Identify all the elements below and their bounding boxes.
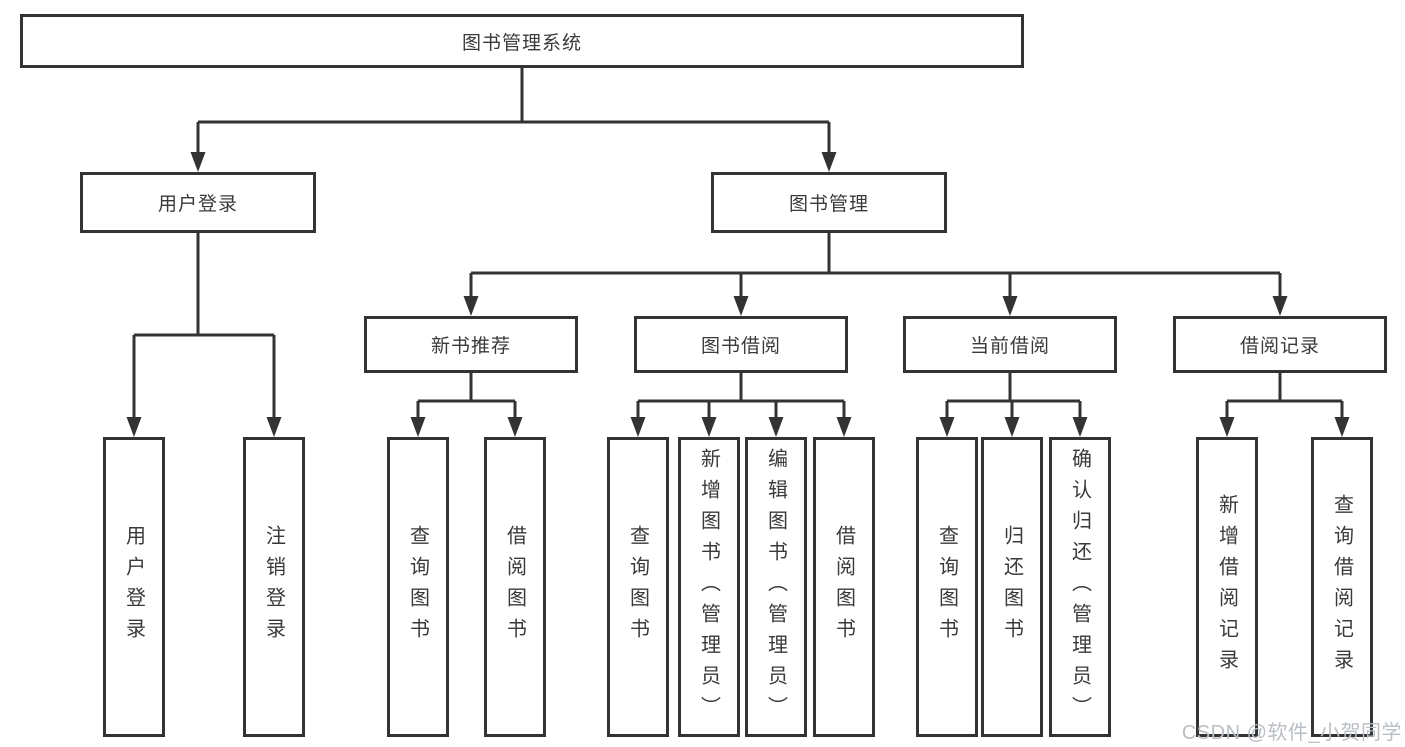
leaf-borrow-books-recommend-label: 借阅图书 — [503, 525, 526, 649]
leaf-query-books-recommend: 查询图书 — [387, 437, 449, 737]
node-borrow-records-label: 借阅记录 — [1239, 336, 1320, 357]
node-current-borrow-label: 当前借阅 — [969, 336, 1050, 357]
leaf-add-book-admin-label: 新增图书（管理员） — [697, 447, 720, 727]
leaf-edit-book-admin: 编辑图书（管理员） — [745, 437, 807, 737]
csdn-watermark: CSDN @软件_小贺同学 — [1181, 722, 1402, 744]
node-book-management-label: 图书管理 — [788, 194, 869, 215]
node-book-borrow: 图书借阅 — [634, 316, 848, 373]
leaf-borrow-books-recommend: 借阅图书 — [484, 437, 546, 737]
leaf-edit-book-admin-label: 编辑图书（管理员） — [764, 447, 787, 727]
leaf-user-login: 用户登录 — [103, 437, 165, 737]
leaf-confirm-return-admin: 确认归还（管理员） — [1049, 437, 1111, 737]
node-user-login: 用户登录 — [80, 172, 316, 233]
node-book-management: 图书管理 — [711, 172, 947, 233]
node-current-borrow: 当前借阅 — [903, 316, 1117, 373]
leaf-add-book-admin: 新增图书（管理员） — [678, 437, 740, 737]
leaf-add-borrow-record-label: 新增借阅记录 — [1215, 494, 1238, 680]
node-new-book-recommend-label: 新书推荐 — [430, 336, 511, 357]
leaf-borrow-books-borrow: 借阅图书 — [813, 437, 875, 737]
leaf-return-books-label: 归还图书 — [1000, 525, 1023, 649]
connector-edges — [132, 68, 1344, 430]
node-book-borrow-label: 图书借阅 — [700, 336, 781, 357]
node-borrow-records: 借阅记录 — [1173, 316, 1387, 373]
connector-arrows — [126, 152, 1350, 437]
leaf-query-books-current: 查询图书 — [916, 437, 978, 737]
node-new-book-recommend: 新书推荐 — [364, 316, 578, 373]
leaf-query-books-recommend-label: 查询图书 — [406, 525, 429, 649]
node-user-login-label: 用户登录 — [157, 194, 238, 215]
leaf-logout: 注销登录 — [243, 437, 305, 737]
leaf-borrow-books-borrow-label: 借阅图书 — [832, 525, 855, 649]
leaf-logout-label: 注销登录 — [262, 525, 285, 649]
leaf-confirm-return-admin-label: 确认归还（管理员） — [1068, 447, 1091, 727]
node-library-system-label: 图书管理系统 — [461, 32, 582, 54]
leaf-query-borrow-record: 查询借阅记录 — [1311, 437, 1373, 737]
leaf-return-books: 归还图书 — [981, 437, 1043, 737]
leaf-query-books-borrow-label: 查询图书 — [626, 525, 649, 649]
leaf-query-books-current-label: 查询图书 — [935, 525, 958, 649]
leaf-user-login-label: 用户登录 — [122, 525, 145, 649]
leaf-add-borrow-record: 新增借阅记录 — [1196, 437, 1258, 737]
leaf-query-borrow-record-label: 查询借阅记录 — [1330, 494, 1353, 680]
leaf-query-books-borrow: 查询图书 — [607, 437, 669, 737]
node-library-system: 图书管理系统 — [20, 14, 1024, 68]
